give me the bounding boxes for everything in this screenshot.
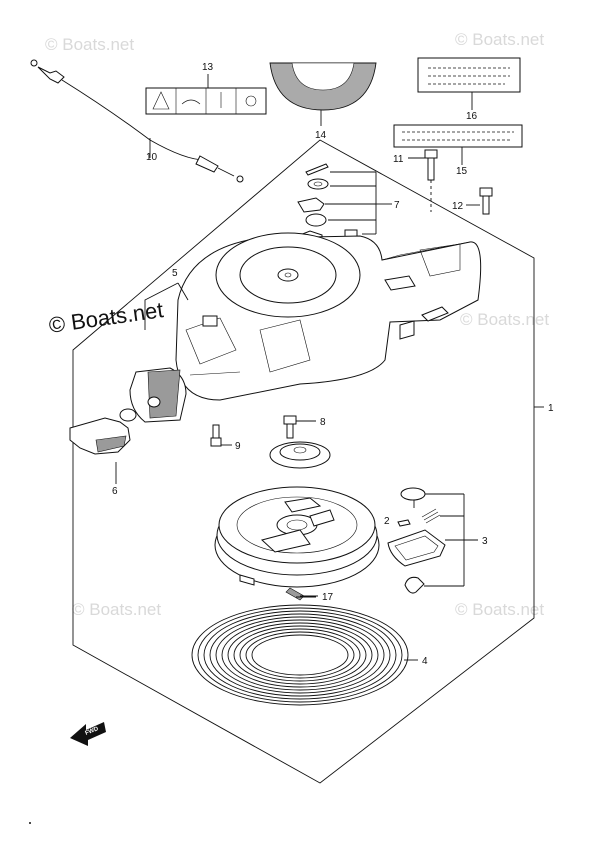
assembly-frame	[72, 139, 535, 784]
callout-16: 16	[466, 111, 478, 122]
watermark-mid-right: © Boats.net	[460, 310, 549, 329]
part-9-bolt	[210, 424, 232, 447]
callout-17: 17	[322, 592, 334, 603]
watermark-top-left: © Boats.net	[45, 35, 134, 54]
part-2-spring	[397, 487, 441, 527]
part-15-label	[393, 124, 523, 165]
fwd-arrow-icon: FWD	[70, 722, 106, 746]
watermark-main: © Boats.net	[47, 297, 165, 338]
part-5-starter-case	[144, 232, 482, 401]
callout-10: 10	[146, 152, 158, 163]
watermark-top-right: © Boats.net	[455, 30, 544, 49]
callout-3: 3	[482, 536, 488, 547]
starter-reel	[214, 486, 380, 601]
part-8-bolt	[283, 415, 316, 439]
callout-12: 12	[452, 201, 464, 212]
part-7-pawl-set	[297, 163, 392, 244]
callout-13: 13	[202, 62, 214, 73]
callout-2: 2	[384, 516, 390, 527]
watermark-bottom-right: © Boats.net	[455, 600, 544, 619]
spring-cover	[269, 441, 331, 469]
callout-9: 9	[235, 441, 241, 452]
part-4-recoil-spring	[191, 604, 418, 706]
callout-6: 6	[112, 486, 118, 497]
callout-7: 7	[394, 200, 400, 211]
stray-mark	[29, 822, 31, 824]
callout-11: 11	[393, 154, 404, 165]
callout-15: 15	[456, 166, 468, 177]
part-11-bolt	[408, 149, 438, 181]
part-6-handle	[69, 367, 187, 484]
watermark-bottom-left: © Boats.net	[72, 600, 161, 619]
part-12-bolt	[466, 187, 493, 215]
callout-4: 4	[422, 656, 428, 667]
callout-14: 14	[315, 130, 327, 141]
part-10-cable	[30, 59, 244, 183]
part-13-label	[145, 74, 267, 115]
part-14-decal	[269, 62, 377, 126]
callout-8: 8	[320, 417, 326, 428]
callout-5: 5	[172, 268, 178, 279]
fwd-arrow-text: FWD	[85, 726, 101, 737]
part-16-label	[417, 57, 521, 110]
part-3-guide	[387, 493, 478, 594]
callout-1: 1	[548, 403, 554, 414]
